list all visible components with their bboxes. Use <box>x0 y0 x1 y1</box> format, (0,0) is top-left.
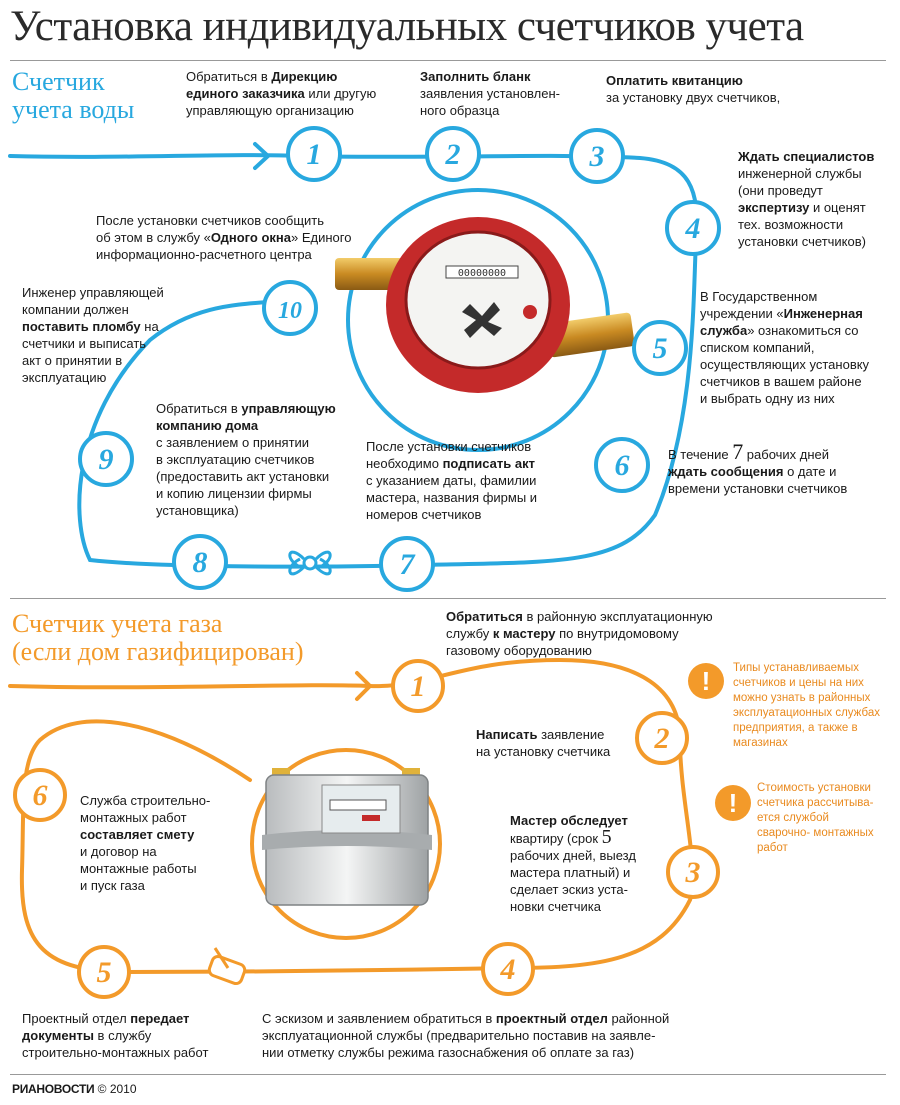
water-meter-image: 00000000 <box>335 188 635 452</box>
footer-credit: РИАНОВОСТИ © 2010 <box>12 1082 137 1096</box>
page-title: Установка индивидуальных счетчиков учета <box>10 3 804 50</box>
gas-step-markers: 1 2 3 4 5 6 <box>13 659 720 999</box>
svg-text:7: 7 <box>400 548 416 581</box>
gas-note-prices: Типы устанавливаемых счетчиков и цены на… <box>733 662 880 749</box>
meter-digits: 00000000 <box>458 268 506 279</box>
gas-step-2-text: Написать заявление на установку счетчика <box>476 727 611 759</box>
water-step-5-marker: 5 <box>632 320 688 376</box>
gas-step-4-text: С эскизом и заявлением обратиться в прое… <box>262 1011 670 1060</box>
water-step-3-text: Оплатить квитанцию за установку двух сче… <box>606 73 781 105</box>
svg-text:6: 6 <box>33 779 48 812</box>
water-step-5-text: В Государственном учреждении «Инженерная… <box>700 289 870 406</box>
water-step-markers: 1 2 3 4 5 6 7 8 9 10 <box>78 126 721 592</box>
gas-step-3-text: Мастер обследует квартиру (срок 5 рабочи… <box>510 813 636 914</box>
valve-icon <box>288 550 332 576</box>
water-step-4-marker: 4 <box>665 200 721 256</box>
section-divider <box>10 598 886 599</box>
warning-icon: ! <box>688 663 724 699</box>
svg-text:8: 8 <box>193 546 208 579</box>
water-step-2-text: Заполнить бланк заявления установлен- но… <box>420 69 560 118</box>
svg-text:2: 2 <box>654 722 670 755</box>
gas-section-heading: Счетчик учета газа (если дом газифициров… <box>12 609 304 666</box>
svg-text:3: 3 <box>589 140 605 173</box>
gas-step-4-marker: 4 <box>481 942 535 996</box>
svg-text:10: 10 <box>278 298 302 324</box>
warning-icon: ! <box>715 785 751 821</box>
water-step-6-marker: 6 <box>594 437 650 493</box>
svg-text:6: 6 <box>615 449 630 482</box>
water-step-7-text: После установки счетчиков необходимо под… <box>366 439 538 522</box>
water-step-3-marker: 3 <box>569 128 625 184</box>
water-step-8-text: Обратиться в управляющую компанию дома с… <box>156 401 336 518</box>
water-step-4-text: Ждать специалистов инженерной службы (он… <box>738 149 875 249</box>
water-step-6-text: В течение 7 рабочих дней ждать сообщения… <box>668 439 848 497</box>
gas-step-5-text: Проектный отдел передает документы в слу… <box>22 1011 209 1060</box>
svg-text:!: ! <box>729 788 738 818</box>
svg-text:!: ! <box>702 666 711 696</box>
water-step-7-marker: 7 <box>379 536 435 592</box>
water-step-9-marker: 9 <box>78 431 134 487</box>
svg-text:1: 1 <box>411 670 426 703</box>
water-arrow-head <box>253 142 271 170</box>
gas-step-1-marker: 1 <box>391 659 445 713</box>
svg-text:5: 5 <box>97 956 112 989</box>
water-step-1-marker: 1 <box>286 126 342 182</box>
gas-note-cost: Стоимость установки счетчика рассчитыва-… <box>757 782 874 854</box>
svg-text:1: 1 <box>307 138 322 171</box>
water-step-2-marker: 2 <box>425 126 481 182</box>
svg-text:4: 4 <box>685 212 701 245</box>
svg-text:2: 2 <box>445 138 461 171</box>
water-step-1-text: Обратиться в Дирекцию единого заказчика … <box>186 69 377 118</box>
gas-step-6-text: Служба строительно- монтажных работ сост… <box>80 793 211 893</box>
title-divider <box>10 60 886 61</box>
svg-text:4: 4 <box>500 953 516 986</box>
water-section-heading: Счетчик учета воды <box>12 67 135 124</box>
water-step-10-marker: 10 <box>262 280 318 336</box>
gas-arrow-head <box>355 671 373 701</box>
svg-text:9: 9 <box>99 443 114 476</box>
ria-novosti-logo: РИАНОВОСТИ <box>12 1082 95 1096</box>
footer-divider <box>10 1074 886 1075</box>
gas-step-3-marker: 3 <box>666 845 720 899</box>
svg-text:5: 5 <box>653 332 668 365</box>
gas-step-1-text: Обратиться в районную эксплуатационную с… <box>446 609 713 658</box>
water-step-8-marker: 8 <box>172 534 228 590</box>
gas-step-2-marker: 2 <box>635 711 689 765</box>
gas-meter-image <box>207 748 442 986</box>
gas-step-6-marker: 6 <box>13 768 67 822</box>
water-step-10-text: После установки счетчиков сообщить об эт… <box>96 213 352 262</box>
svg-text:3: 3 <box>685 856 701 889</box>
water-step-9-text: Инженер управляющей компании должен пост… <box>22 285 164 385</box>
gas-step-5-marker: 5 <box>77 945 131 999</box>
